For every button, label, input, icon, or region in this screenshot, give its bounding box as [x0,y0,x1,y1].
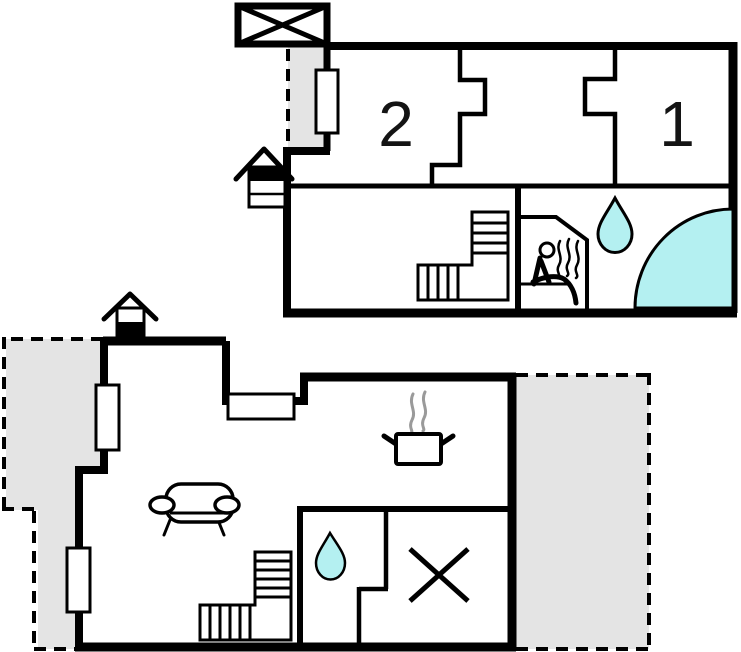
chimney-icon-upper [233,146,295,209]
chimney-band [118,322,143,336]
steam-icon [409,390,428,435]
bathroom-right-wall-with-door [356,509,389,647]
window [65,546,92,614]
staircase-lower [198,550,293,642]
window [94,383,121,452]
staircase-treads [426,221,508,300]
sauna [518,215,589,311]
staircase-outline [416,210,510,302]
sauna-steam-icon [556,237,580,280]
sofa-icon [148,482,241,537]
upper-floor: 2 1 [233,2,738,318]
ground-floor [2,291,651,652]
terrace-left-area [6,339,104,649]
chimney-band [250,168,284,181]
sauna-person-head [538,241,556,259]
bedroom2-wall-with-door-opening [429,48,488,186]
corner-shower [633,207,735,310]
water-drop-icon-upper [596,194,634,254]
crossed-skylight-icon [234,2,331,48]
bedroom-2-label: 2 [378,88,414,160]
chimney-roof [101,291,159,322]
sofa-armrest [148,495,176,515]
terrace-right-area [516,375,649,649]
bedroom-1-label: 1 [659,88,695,160]
window [314,68,340,135]
sofa-armrest [213,495,241,515]
chimney-roof [233,146,295,182]
terrace-right-dashed-boundary [516,373,651,651]
staircase-outline [198,550,293,642]
staircase-upper [416,210,510,302]
skylight-cross-icon [237,3,328,47]
bedroom1-wall-with-door-opening [582,48,618,186]
pot-body [394,432,443,466]
water-drop-icon-lower [314,530,347,581]
chimney-icon-lower [101,291,159,339]
sauna-person-icon [530,255,579,306]
sauna-wall [518,215,589,311]
cooking-pot-icon [381,390,456,466]
crossed-room-x-icon [408,547,470,603]
staircase-treads [208,559,291,640]
window [226,392,296,421]
terrace-left-dashed-boundary [2,337,103,651]
